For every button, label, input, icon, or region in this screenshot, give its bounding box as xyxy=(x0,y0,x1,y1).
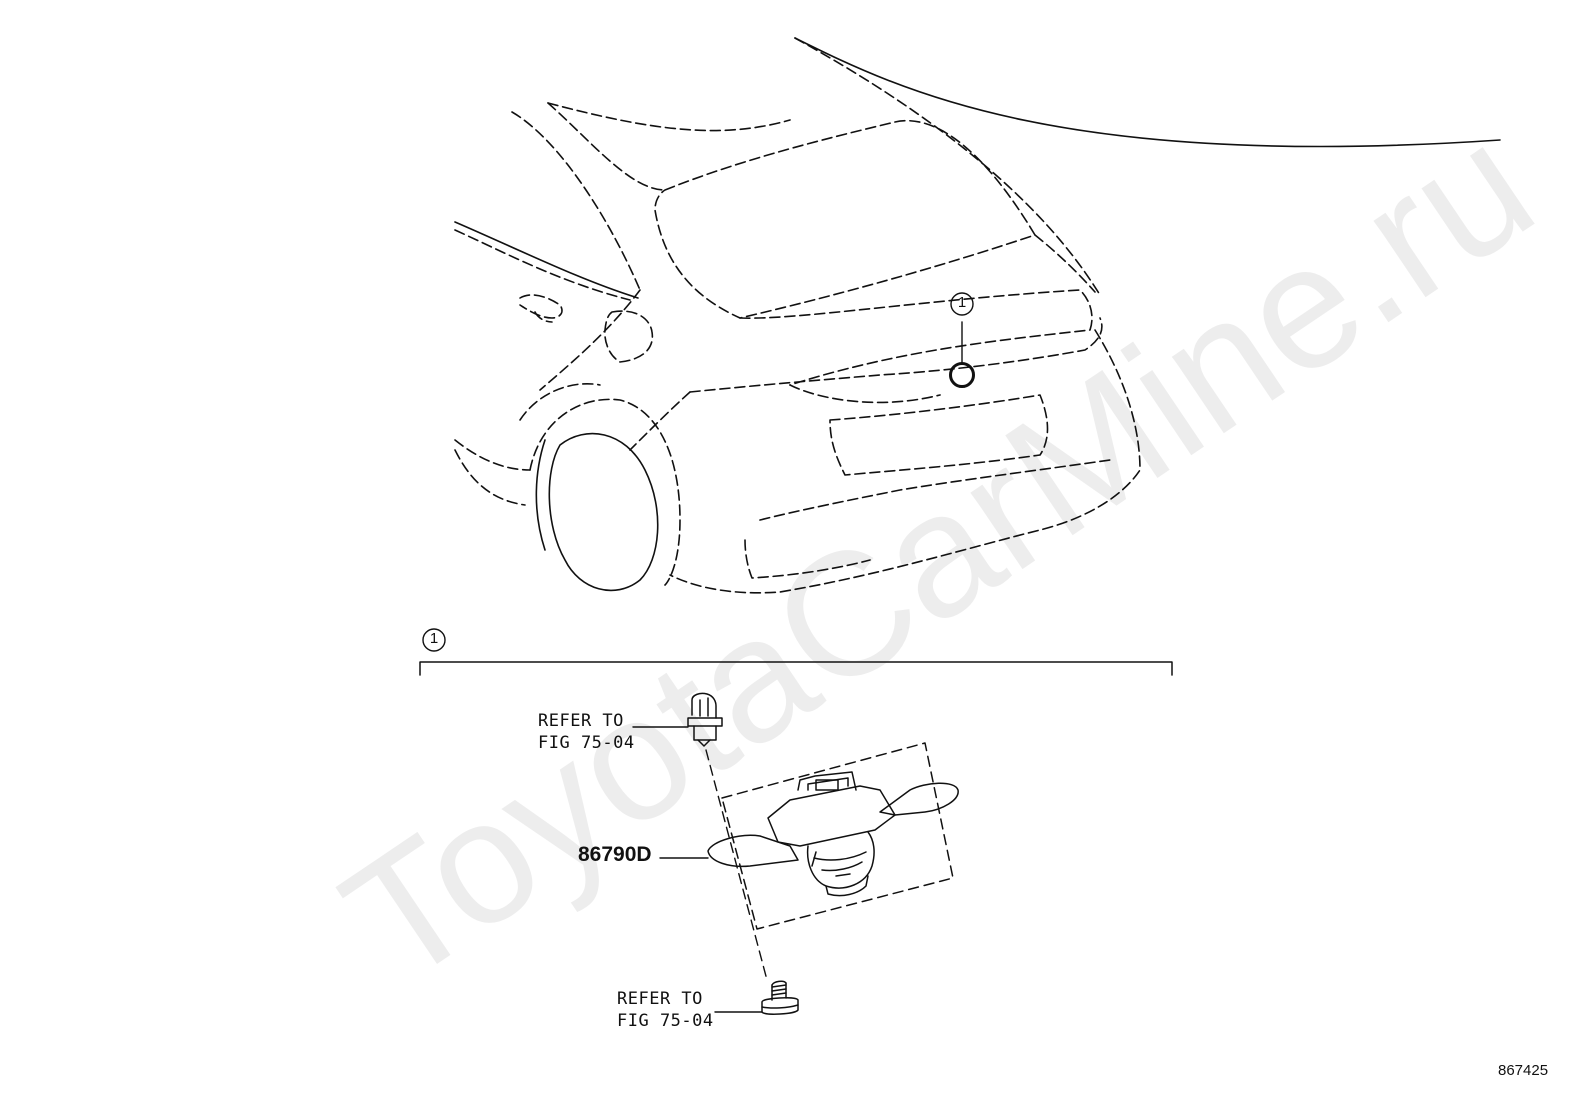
reference-lower: REFER TO FIG 75-04 xyxy=(617,988,714,1032)
reference-upper-line1: REFER TO xyxy=(538,711,624,731)
part-number-camera: 86790D xyxy=(578,843,652,866)
illustration-number: 867425 xyxy=(1498,1062,1549,1079)
vehicle-outline xyxy=(454,37,1501,594)
group-circle xyxy=(422,628,446,652)
bolt-icon xyxy=(761,980,799,1015)
clip-fastener-icon xyxy=(687,692,723,747)
camera-assembly-icon xyxy=(707,771,959,897)
callout-number-group: 1 xyxy=(429,630,439,647)
camera-outline-box xyxy=(721,742,954,930)
camera-location-marker xyxy=(949,362,975,388)
callout-number-top: 1 xyxy=(957,294,967,311)
rear-tire xyxy=(535,432,659,592)
reference-upper: REFER TO FIG 75-04 xyxy=(538,710,635,754)
group-bracket xyxy=(419,661,1173,676)
reference-lower-line2: FIG 75-04 xyxy=(617,1011,714,1031)
callout-circle-top xyxy=(950,292,974,316)
installation-axis xyxy=(705,749,768,981)
reference-lower-line1: REFER TO xyxy=(617,989,703,1009)
reference-upper-line2: FIG 75-04 xyxy=(538,733,635,753)
